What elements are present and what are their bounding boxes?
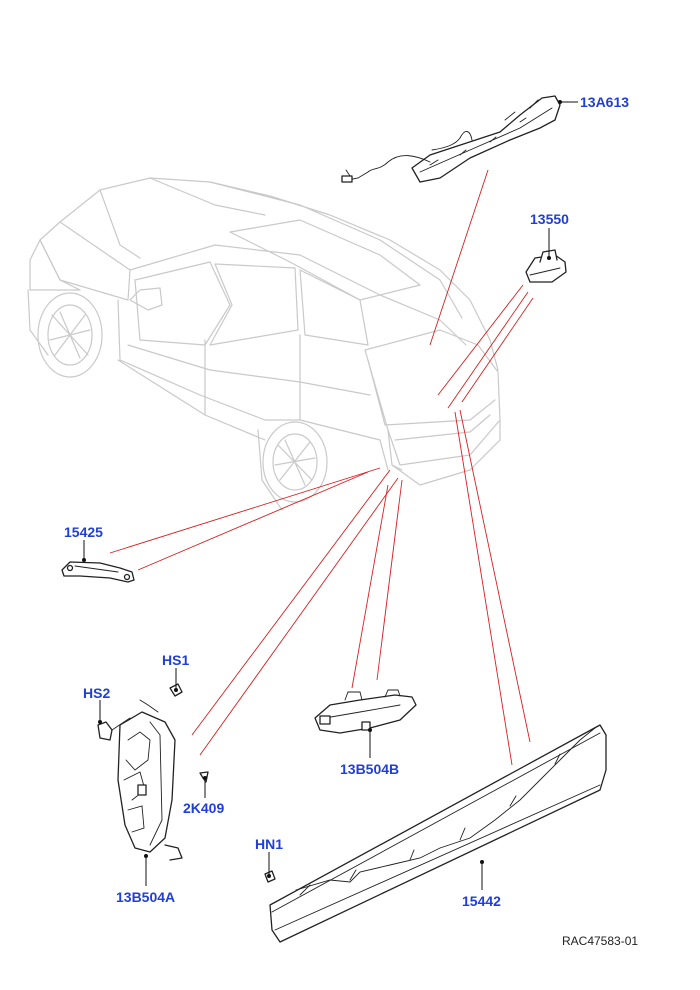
callout-13B504A: 13B504A — [116, 889, 175, 905]
callout-13550: 13550 — [530, 211, 569, 227]
callout-pins — [82, 100, 578, 890]
callout-15442: 15442 — [462, 893, 501, 909]
tail-lamp-centre — [314, 689, 417, 734]
licence-plate-lamp — [525, 249, 567, 283]
high-mount-stop-lamp — [341, 95, 561, 183]
callout-2K409: 2K409 — [183, 800, 224, 816]
callout-HS2: HS2 — [83, 685, 110, 701]
tail-lamp-left — [117, 699, 183, 861]
callout-13B504B: 13B504B — [340, 761, 399, 777]
tailgate-finisher — [264, 724, 607, 943]
leader-lines — [109, 169, 534, 766]
callout-15425: 15425 — [64, 524, 103, 540]
bracket-15425 — [61, 561, 135, 583]
vehicle-outline — [27, 177, 501, 511]
callout-HS1: HS1 — [162, 652, 189, 668]
drawing-reference: RAC47583-01 — [562, 934, 638, 948]
callout-HN1: HN1 — [255, 836, 283, 852]
callout-13A613: 13A613 — [580, 94, 629, 110]
